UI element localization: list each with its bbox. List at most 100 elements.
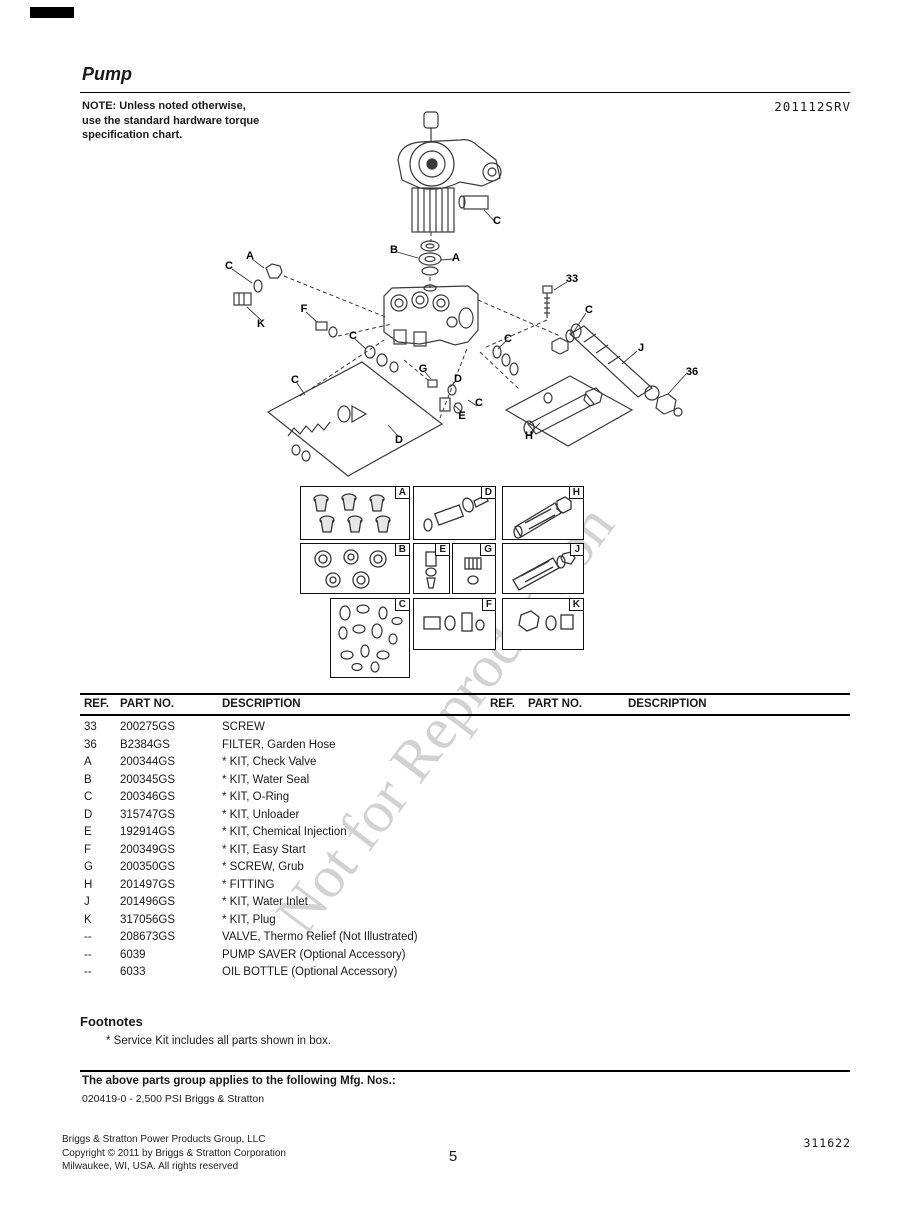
kit-box-label-E: E [435, 543, 450, 556]
oring-parts-icon [338, 604, 403, 673]
check-valve-parts-icon [313, 493, 391, 533]
diagram-callout-A: A [246, 250, 254, 262]
torque-note-line: NOTE: Unless noted otherwise, [82, 100, 246, 112]
kit-box-label-B: B [394, 543, 410, 556]
kit-box-C: C [330, 598, 410, 678]
oring-clusters-drawing [364, 345, 519, 376]
col-header-ref-2: REF. [490, 698, 515, 710]
fitting-parts-icon [513, 496, 572, 539]
diagram-callout-C: C [585, 304, 593, 316]
kit-box-label-F: F [481, 598, 496, 611]
diagram-callout-A: A [452, 252, 460, 264]
torque-note: NOTE: Unless noted otherwise, use the st… [82, 99, 297, 143]
diagram-callout-C: C [475, 397, 483, 409]
diagram-callout-C: C [349, 330, 357, 342]
kit-box-A: A [300, 486, 410, 540]
kit-box-label-K: K [568, 598, 584, 611]
registration-mark [30, 7, 74, 18]
diagram-callout-D: D [395, 434, 403, 446]
chemical-injection-parts-icon [425, 551, 437, 589]
easy-start-parts-icon [423, 612, 485, 632]
torque-note-line: specification chart. [82, 129, 183, 141]
pump-bracket-drawing [397, 111, 502, 233]
document-number: 201112SRV [774, 99, 851, 114]
page-number: 5 [448, 1148, 458, 1165]
plug-parts-icon [518, 610, 574, 632]
diagram-callout-K: K [257, 318, 265, 330]
footer-line: Milwaukee, WI, USA. All rights reserved [62, 1161, 239, 1172]
parts-table: REF. PART NO. DESCRIPTION REF. PART NO. … [80, 693, 850, 982]
water-seal-parts-icon [314, 549, 387, 589]
kit-box-label-J: J [570, 543, 584, 556]
leader-lines [231, 209, 687, 438]
unloader-kit-drawing [266, 361, 444, 477]
mfg-heading: The above parts group applies to the fol… [82, 1075, 396, 1087]
diagram-callout-H: H [525, 430, 533, 442]
kit-box-label-A: A [394, 486, 410, 499]
col-header-description-2: DESCRIPTION [628, 698, 707, 710]
screw-drawing [542, 285, 553, 318]
diagram-callout-36: 36 [685, 366, 699, 378]
col-header-description: DESCRIPTION [222, 698, 301, 710]
kit-box-D: D [413, 486, 496, 540]
title-divider [80, 92, 850, 93]
kit-box-H: H [502, 486, 584, 540]
diagram-callout-J: J [637, 342, 645, 354]
diagram-callout-D: D [454, 373, 462, 385]
col-header-part-no-2: PART NO. [528, 698, 583, 710]
left-fittings-drawing [233, 263, 283, 306]
footer-line: Briggs & Stratton Power Products Group, … [62, 1134, 266, 1145]
chemical-injection-drawing [439, 397, 463, 414]
footnotes-text: * Service Kit includes all parts shown i… [106, 1035, 331, 1047]
diagram-callout-C: C [504, 333, 512, 345]
kit-box-E: E [413, 543, 450, 594]
diagram-callout-E: E [458, 410, 466, 422]
kit-box-K: K [502, 598, 584, 650]
diagram-callout-B: B [390, 244, 398, 256]
diagram-callout-C: C [291, 374, 299, 386]
footer-code: 311622 [803, 1136, 851, 1150]
diagram-callout-C: C [493, 215, 501, 227]
pump-manifold-drawing [383, 284, 479, 347]
col-header-part-no: PART NO. [120, 698, 175, 710]
kit-box-G: G [452, 543, 496, 594]
grub-screw-parts-icon [464, 557, 482, 585]
footer: Briggs & Stratton Power Products Group, … [62, 1133, 286, 1174]
diagram-callout-33: 33 [565, 273, 579, 285]
mfg-value: 020419-0 - 2,500 PSI Briggs & Stratton [82, 1093, 265, 1105]
construction-lines [283, 232, 561, 419]
kit-box-label-C: C [394, 598, 410, 611]
kit-box-label-H: H [568, 486, 584, 499]
page-title: Pump [82, 64, 133, 84]
col-header-ref: REF. [84, 698, 109, 710]
easy-start-drawing [315, 321, 338, 338]
exploded-diagram [231, 111, 687, 477]
diagram-callout-F: F [300, 303, 308, 315]
kit-box-B: B [300, 543, 410, 594]
torque-note-line: use the standard hardware torque [82, 114, 260, 127]
diagram-callout-G: G [418, 363, 428, 375]
fitting-kit-drawing [504, 375, 634, 447]
kit-box-J: J [502, 543, 584, 594]
kit-box-label-G: G [480, 543, 496, 556]
water-inlet-drawing [551, 323, 683, 417]
